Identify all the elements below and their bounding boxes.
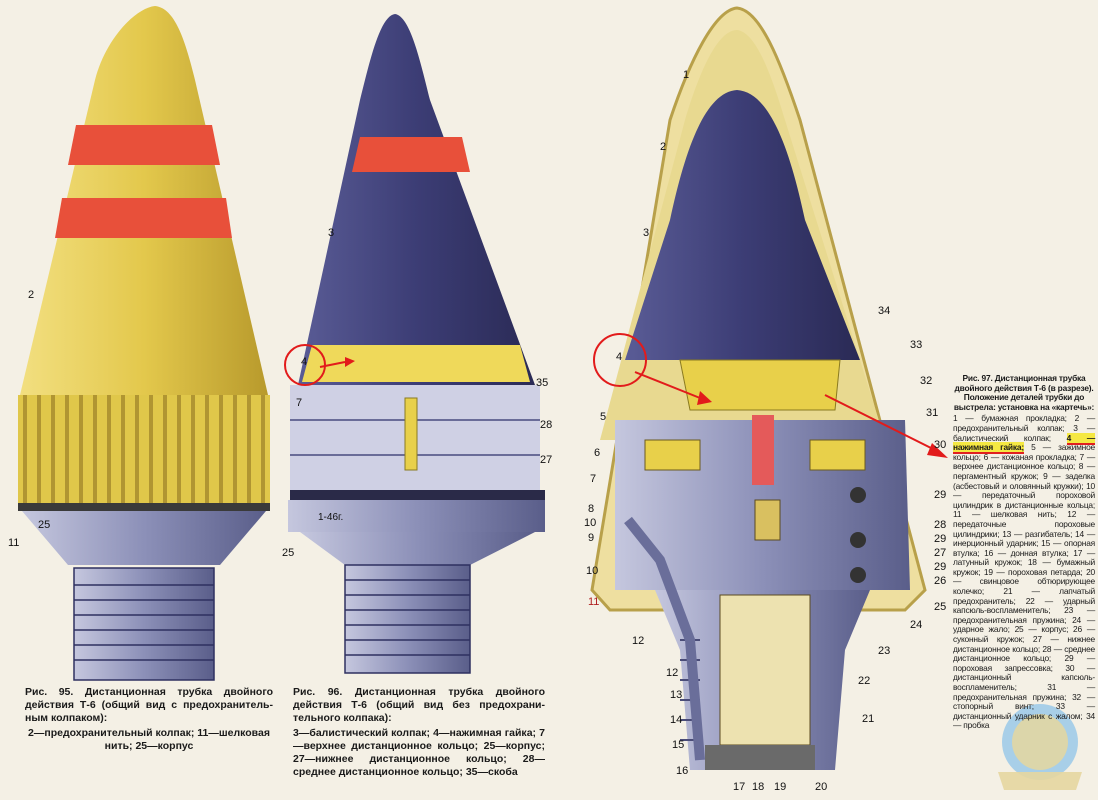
figure-97-fuze-cross-section: [590, 6, 948, 770]
label-16: 16: [676, 765, 689, 777]
figure-95-fuze-with-cap: [18, 6, 270, 681]
figure-97-caption: Рис. 97. Дистанционная трубка двойного д…: [953, 373, 1095, 731]
label-34: 34: [878, 305, 891, 317]
label-31: 31: [926, 407, 939, 419]
caption-title: Рис. 97. Дистанционная трубка двойного д…: [953, 373, 1095, 412]
label-32: 32: [920, 375, 933, 387]
caption-title: Рис. 96. Дистанционная трубка двойного д…: [293, 686, 545, 724]
label-13: 13: [670, 689, 683, 701]
label-2: 2: [660, 141, 667, 153]
caption-legend: 2—предохранительный колпак; 11—шелковая …: [28, 727, 270, 752]
label-27: 27: [934, 547, 947, 559]
label-3: 3: [328, 227, 335, 239]
label-30: 30: [934, 439, 947, 451]
label-17: 17: [733, 781, 746, 793]
label-28: 28: [934, 519, 947, 531]
label-18: 18: [752, 781, 765, 793]
legend-before: 1 — бумажная прокладка; 2 — предохраните…: [953, 413, 1095, 443]
label-29: 29: [934, 561, 947, 573]
label-10: 10: [586, 565, 599, 577]
label-2: 2: [28, 289, 35, 301]
label-24: 24: [910, 619, 923, 631]
legend-after: 5 — зажимное кольцо; 6 — кожаная проклад…: [953, 442, 1095, 731]
label-5: 5: [600, 411, 607, 423]
label-22: 22: [858, 675, 871, 687]
label-3: 3: [643, 227, 650, 239]
label-9: 9: [588, 532, 595, 544]
label-33: 33: [910, 339, 923, 351]
label-4: 4: [301, 356, 308, 368]
label-11: 11: [8, 537, 20, 549]
label-29: 29: [934, 489, 947, 501]
label-12: 12: [666, 667, 679, 679]
ring-marking: 1-46г.: [318, 512, 344, 523]
label-20: 20: [815, 781, 828, 793]
figure-96-caption: Рис. 96. Дистанционная трубка двойного д…: [293, 686, 545, 779]
label-6: 6: [594, 447, 601, 459]
label-15: 15: [672, 739, 685, 751]
label-29: 29: [934, 533, 947, 545]
label-25: 25: [282, 547, 295, 559]
label-7: 7: [590, 473, 597, 485]
label-21: 21: [862, 713, 875, 725]
label-35: 35: [536, 377, 549, 389]
label-10: 10: [584, 517, 597, 529]
label-7: 7: [296, 397, 303, 409]
label-27: 27: [540, 454, 553, 466]
label-25: 25: [934, 601, 947, 613]
label-11: 11: [588, 596, 600, 608]
caption-legend: 3—балистический колпак; 4—нажимная гайка…: [293, 727, 545, 778]
label-8: 8: [588, 503, 595, 515]
label-12: 12: [632, 635, 645, 647]
figure-96-fuze-without-cap: [284, 14, 545, 674]
label-25: 25: [38, 519, 51, 531]
label-23: 23: [878, 645, 891, 657]
label-19: 19: [774, 781, 787, 793]
label-1: 1: [683, 69, 690, 81]
label-28: 28: [540, 419, 553, 431]
watermark-logo: [998, 704, 1082, 790]
figure-95-caption: Рис. 95. Дистанционная трубка двойного д…: [25, 686, 273, 753]
label-4: 4: [616, 351, 623, 363]
caption-title: Рис. 95. Дистанционная трубка двойного д…: [25, 686, 273, 724]
label-26: 26: [934, 575, 947, 587]
label-14: 14: [670, 714, 683, 726]
